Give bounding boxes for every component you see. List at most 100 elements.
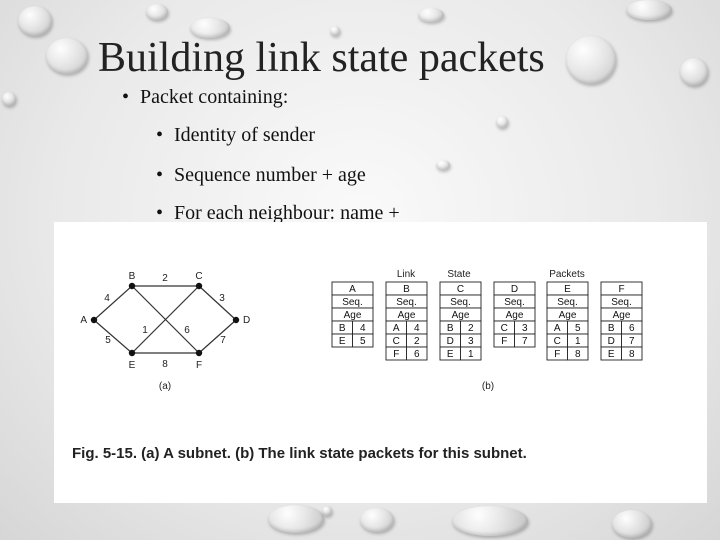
figure-caption: Fig. 5-15. (a) A subnet. (b) The link st… [72, 445, 527, 462]
bullet-dot: • [156, 202, 164, 224]
water-drop-decoration [268, 505, 324, 533]
table-cell: A [349, 284, 356, 295]
table-cell: C [457, 284, 464, 295]
table-cell: Seq. [342, 297, 363, 308]
table-cell: 2 [468, 323, 474, 334]
water-drop-decoration [360, 508, 394, 532]
sub-bullet-item: •Sequence number + age [156, 164, 366, 187]
table-cell: A [393, 323, 400, 334]
water-drop-decoration [626, 0, 672, 20]
sublabel-b: (b) [482, 381, 494, 392]
table-cell: E [564, 284, 571, 295]
table-cell: Age [398, 310, 416, 321]
table-cell: B [608, 323, 615, 334]
table-cell: 8 [575, 349, 581, 360]
table-cell: Seq. [396, 297, 417, 308]
node-label: C [195, 271, 202, 282]
table-cell: D [447, 336, 454, 347]
table-cell: 6 [414, 349, 420, 360]
water-drop-decoration [190, 18, 230, 38]
table-cell: Seq. [504, 297, 525, 308]
node-label: B [129, 271, 136, 282]
table-cell: Seq. [450, 297, 471, 308]
table-cell-border [514, 333, 536, 348]
bullet-item: •Packet containing: [122, 86, 288, 109]
edge-d-f [198, 319, 237, 354]
node-b [128, 282, 136, 290]
water-drop-decoration [436, 160, 450, 170]
node-f [195, 349, 203, 357]
bullet-text: For each neighbour: name + [174, 202, 400, 224]
water-drop-decoration [418, 8, 444, 22]
table-cell-border [460, 346, 482, 361]
edge-weight: 5 [105, 335, 111, 346]
table-cell: C [501, 323, 508, 334]
edge-weight: 7 [220, 335, 226, 346]
bullet-dot: • [156, 124, 164, 146]
table-cell: B [403, 284, 410, 295]
edge-weight: 2 [162, 273, 168, 284]
table-cell: 6 [629, 323, 635, 334]
bullet-text: Sequence number + age [174, 164, 366, 186]
table-cell: 7 [629, 336, 635, 347]
edge-weight: 6 [184, 325, 190, 336]
table-cell: D [511, 284, 518, 295]
water-drop-decoration [146, 4, 168, 20]
table-cell-border [406, 346, 428, 361]
water-drop-decoration [612, 510, 652, 538]
slide-title: Building link state packets [98, 35, 545, 81]
edge-weight: 8 [162, 359, 168, 370]
table-cell: B [339, 323, 346, 334]
table-cell: 1 [575, 336, 581, 347]
table-cell: C [554, 336, 561, 347]
sublabel-a: (a) [159, 381, 171, 392]
node-label: F [196, 360, 202, 371]
water-drop-decoration [2, 92, 16, 106]
table-cell: F [554, 349, 560, 360]
node-label: D [243, 315, 250, 326]
table-cell: C [393, 336, 400, 347]
node-e [128, 349, 136, 357]
node-label: E [129, 360, 136, 371]
water-drop-decoration [680, 58, 708, 86]
table-cell: F [501, 336, 507, 347]
bullet-dot: • [122, 86, 130, 108]
table-cell-border [352, 333, 374, 348]
table-cell: F [618, 284, 624, 295]
header-link: Link [397, 269, 416, 280]
table-cell: E [339, 336, 346, 347]
table-cell: Age [452, 310, 470, 321]
water-drop-decoration [452, 506, 528, 536]
table-cell: D [608, 336, 615, 347]
table-cell: 2 [414, 336, 420, 347]
water-drop-decoration [566, 36, 616, 84]
sub-bullet-item: • Identity of sender [156, 124, 315, 147]
table-cell: 5 [360, 336, 366, 347]
header-packets: Packets [549, 269, 585, 280]
table-cell: 8 [629, 349, 635, 360]
header-state: State [447, 269, 471, 280]
node-d [232, 316, 240, 324]
water-drop-decoration [496, 116, 508, 128]
table-cell: 4 [414, 323, 420, 334]
table-cell: 7 [522, 336, 528, 347]
table-cell: E [447, 349, 454, 360]
water-drop-decoration [330, 26, 340, 36]
table-cell: 3 [522, 323, 528, 334]
table-cell: 1 [468, 349, 474, 360]
edge-weight: 3 [219, 293, 225, 304]
table-cell: E [608, 349, 615, 360]
edge-a-e [93, 319, 133, 354]
table-cell: Seq. [557, 297, 578, 308]
bullet-text: Identity of sender [174, 124, 316, 146]
edge-c-e [131, 285, 200, 354]
node-a [90, 316, 98, 324]
sub-bullet-item: • For each neighbour: name + [156, 202, 400, 225]
table-cell: Age [344, 310, 362, 321]
